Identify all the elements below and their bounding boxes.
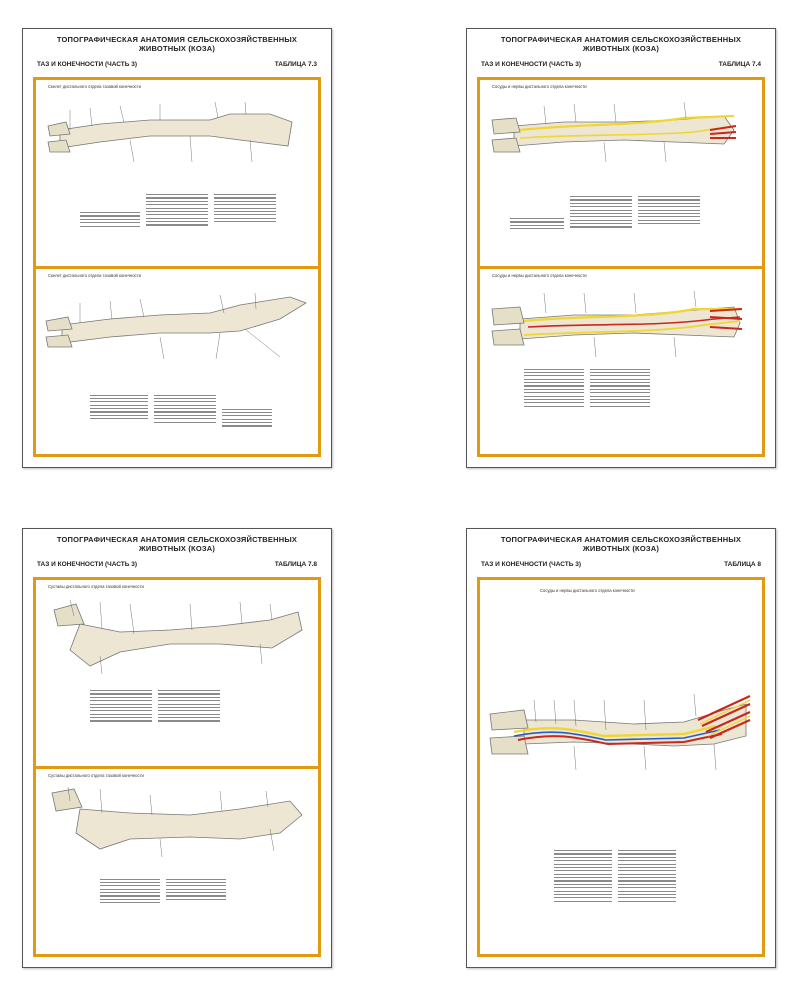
artery-branches	[697, 695, 751, 740]
bone-shaft	[75, 800, 303, 849]
legend	[80, 194, 276, 227]
nerve-path	[513, 724, 717, 738]
poster-frame: Скелет дистального отдела тазовой конечн…	[33, 77, 321, 457]
poster-title: ТОПОГРАФИЧЕСКАЯ АНАТОМИЯ СЕЛЬСКОХОЗЯЙСТВ…	[500, 35, 742, 53]
legend	[90, 394, 272, 427]
legend	[90, 690, 220, 722]
poster-title: ТОПОГРАФИЧЕСКАЯ АНАТОМИЯ СЕЛЬСКОХОЗЯЙСТВ…	[56, 535, 298, 553]
artery-branches	[709, 307, 743, 330]
panel-caption: Скелет дистального отдела тазовой конечн…	[48, 272, 141, 278]
artery-path	[709, 125, 737, 139]
poster-frame: Сосуды и нервы дистального отдела конечн…	[477, 77, 765, 457]
poster-section: ТАЗ И КОНЕЧНОСТИ (ЧАСТЬ 3)	[481, 561, 581, 568]
hoof-lower	[491, 328, 525, 345]
limb-illustration	[53, 599, 303, 675]
poster-section: ТАЗ И КОНЕЧНОСТИ (ЧАСТЬ 3)	[37, 61, 137, 68]
limb-illustration	[47, 101, 293, 163]
panel-upper: Скелет дистального отдела тазовой конечн…	[36, 80, 318, 266]
poster-title: ТОПОГРАФИЧЕСКАЯ АНАТОМИЯ СЕЛЬСКОХОЗЯЙСТВ…	[500, 535, 742, 553]
panel-lower: Сосуды и нервы дистального отдела конечн…	[480, 269, 762, 455]
nerve-path	[519, 114, 735, 132]
legend	[524, 368, 650, 407]
panel-caption: Скелет дистального отдела тазовой конечн…	[48, 84, 141, 89]
panel-lower: Суставы дистального отдела тазовой конеч…	[36, 769, 318, 955]
poster-title: ТОПОГРАФИЧЕСКАЯ АНАТОМИЯ СЕЛЬСКОХОЗЯЙСТВ…	[56, 35, 298, 53]
hoof-lower	[45, 334, 73, 347]
panel-divider	[480, 265, 762, 269]
panel-divider	[36, 765, 318, 769]
poster-table-7-4: ТОПОГРАФИЧЕСКАЯ АНАТОМИЯ СЕЛЬСКОХОЗЯЙСТВ…	[466, 28, 776, 468]
poster-table-number: Таблица 7.8	[274, 561, 317, 568]
panel-divider	[36, 265, 318, 269]
poster-section: ТАЗ И КОНЕЧНОСТИ (ЧАСТЬ 3)	[37, 561, 137, 568]
panel-lower: Скелет дистального отдела тазовой конечн…	[36, 269, 318, 455]
bone-shaft	[61, 296, 307, 343]
legend	[510, 196, 700, 230]
limb-illustration	[51, 786, 303, 857]
nerve-path-2	[519, 125, 735, 139]
poster-header-row: ТАЗ И КОНЕЧНОСТИ (ЧАСТЬ 3) Таблица 7.3	[23, 57, 331, 71]
poster-table-number: Таблица 7.4	[718, 61, 761, 68]
poster-table-number: Таблица 8	[724, 561, 761, 568]
panel-upper: Суставы дистального отдела тазовой конеч…	[36, 580, 318, 766]
poster-section: ТАЗ И КОНЕЧНОСТИ (ЧАСТЬ 3)	[481, 61, 581, 68]
poster-frame: Сосуды и нервы дистального отдела конечн…	[477, 577, 765, 957]
poster-table-7-8: ТОПОГРАФИЧЕСКАЯ АНАТОМИЯ СЕЛЬСКОХОЗЯЙСТВ…	[22, 528, 332, 968]
hoof-lower	[491, 137, 521, 153]
artery-path	[527, 315, 741, 328]
poster-table-7-3: ТОПОГРАФИЧЕСКАЯ АНАТОМИЯ СЕЛЬСКОХОЗЯЙСТВ…	[22, 28, 332, 468]
poster-table-number: Таблица 7.3	[274, 61, 317, 68]
panel-caption: Суставы дистального отдела тазовой конеч…	[48, 772, 144, 778]
bone-shaft	[69, 611, 303, 667]
panel-single: Сосуды и нервы дистального отдела конечн…	[480, 580, 762, 954]
panel-caption: Сосуды и нервы дистального отдела конечн…	[540, 588, 635, 593]
hoof-upper	[53, 603, 85, 627]
panel-upper: Сосуды и нервы дистального отдела конечн…	[480, 80, 762, 266]
limb-illustration	[45, 292, 307, 359]
poster-header-row: ТАЗ И КОНЕЧНОСТИ (ЧАСТЬ 3) Таблица 8	[467, 557, 775, 571]
hoof-lower	[47, 139, 71, 153]
hoof-upper	[51, 788, 83, 811]
hoof-upper	[45, 316, 73, 331]
nerve-path	[523, 307, 740, 322]
limb-illustration	[491, 290, 743, 357]
panel-caption: Сосуды и нервы дистального отдела конечн…	[492, 84, 587, 89]
nerve-path-2	[523, 319, 741, 336]
limb-illustration	[491, 101, 737, 163]
nerve-branches	[699, 699, 751, 737]
bone-shaft	[59, 113, 293, 149]
vein-path	[513, 729, 721, 741]
poster-table-8: ТОПОГРАФИЧЕСКАЯ АНАТОМИЯ СЕЛЬСКОХОЗЯЙСТВ…	[466, 528, 776, 968]
poster-header-row: ТАЗ И КОНЕЧНОСТИ (ЧАСТЬ 3) Таблица 7.8	[23, 557, 331, 571]
hoof-upper	[491, 117, 521, 135]
panel-caption: Сосуды и нервы дистального отдела конечн…	[492, 272, 587, 278]
legend	[554, 850, 676, 902]
hoof-upper	[47, 121, 71, 137]
panel-caption: Суставы дистального отдела тазовой конеч…	[48, 584, 144, 589]
legend	[100, 878, 226, 904]
poster-frame: Суставы дистального отдела тазовой конеч…	[33, 577, 321, 957]
artery-path	[517, 733, 723, 746]
hoof-upper	[491, 306, 525, 325]
limb-illustration	[489, 693, 751, 771]
poster-header-row: ТАЗ И КОНЕЧНОСТИ (ЧАСТЬ 3) Таблица 7.4	[467, 57, 775, 71]
hoof-upper	[489, 709, 529, 731]
